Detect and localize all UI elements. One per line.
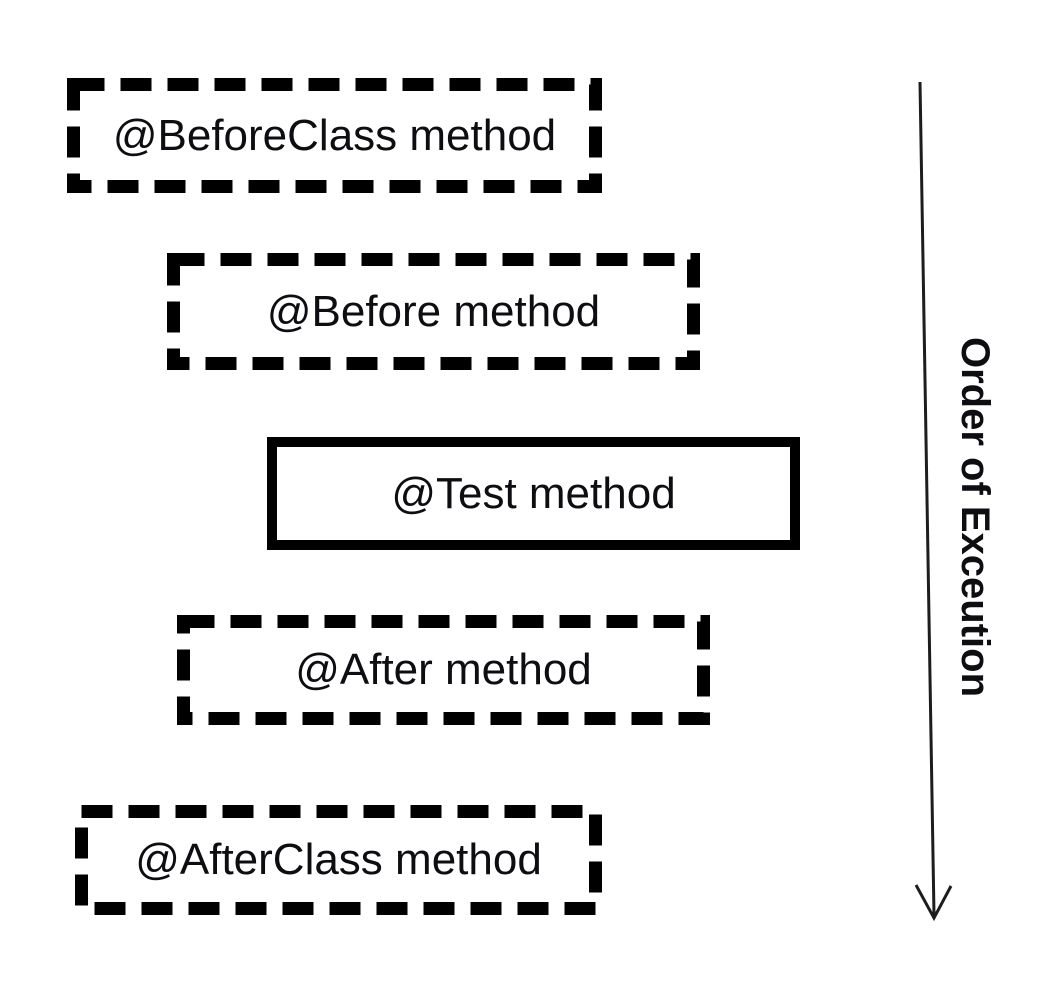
after-box-label: @After method bbox=[295, 645, 592, 694]
order-of-execution-label: Order of Exceution bbox=[953, 336, 998, 698]
beforeclass-box-border bbox=[67, 78, 602, 193]
order-arrow-shaft bbox=[918, 81, 936, 916]
before-box-label: @Before method bbox=[266, 286, 601, 336]
test-box-label: @Test method bbox=[391, 468, 676, 518]
afterclass-box-label: @AfterClass method bbox=[135, 835, 542, 884]
beforeclass-box-label: @BeforeClass method bbox=[112, 110, 557, 160]
after-box-border bbox=[177, 615, 710, 725]
test-box-border bbox=[267, 437, 800, 550]
afterclass-box-border bbox=[75, 805, 602, 915]
order-arrow-down-head-icon bbox=[914, 884, 953, 922]
before-box-border bbox=[167, 253, 700, 370]
